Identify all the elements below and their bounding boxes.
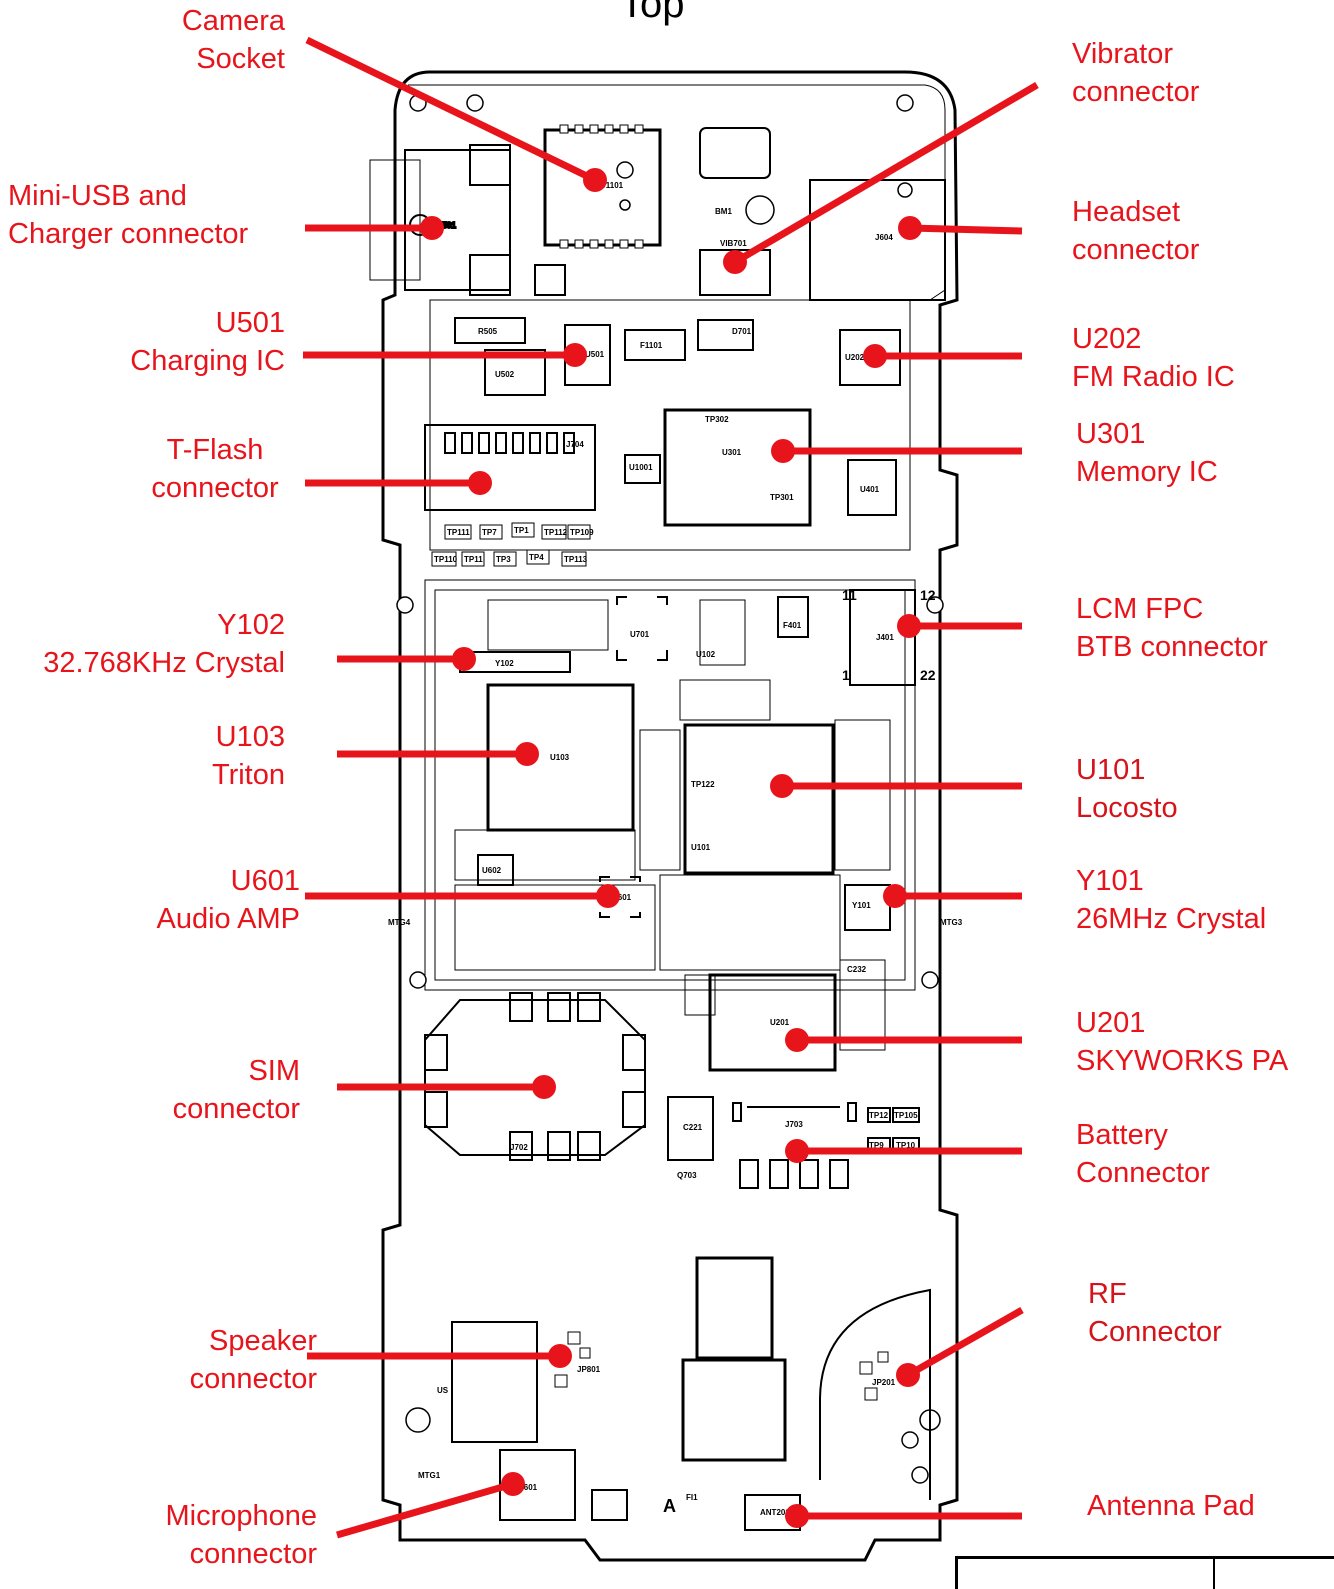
u102-silk: U102 (696, 650, 716, 659)
d701-silk: D701 (732, 327, 752, 336)
fpc-pin-1: 1 (842, 667, 850, 683)
mtg3-silk: MTG3 (940, 918, 963, 927)
fpc-pin-22: 22 (920, 667, 936, 683)
u1101-silk: U1101 (600, 181, 624, 190)
jp201-silk: JP201 (872, 1378, 896, 1387)
u103-silk: U103 (550, 753, 570, 762)
c221-silk: C221 (683, 1123, 703, 1132)
mtg1-silk: MTG1 (418, 1471, 441, 1480)
board-outline (381, 70, 959, 1562)
page-title: Top (620, 0, 685, 26)
a-silk: A (663, 1496, 676, 1516)
label-antenna-pad: Antenna Pad (1087, 1490, 1255, 1522)
tp3: TP3 (496, 555, 511, 564)
f401-silk: F401 (783, 621, 802, 630)
u701-silk: U701 (630, 630, 650, 639)
f1101-silk: F1101 (640, 341, 663, 350)
tp9-silk: TP9 (869, 1141, 884, 1150)
jp801-silk: JP801 (577, 1365, 601, 1374)
mtg4-silk: MTG4 (388, 918, 411, 927)
callout-lines (303, 36, 1039, 1539)
camera-socket-outline: U1101 (543, 124, 662, 249)
u601-mic-silk: U601 (518, 1483, 538, 1492)
tp302-silk: TP302 (705, 415, 729, 424)
j604-silk: J604 (875, 233, 893, 242)
u401-silk: U401 (860, 485, 880, 494)
u201-silk: U201 (770, 1018, 790, 1027)
u1001-silk: U1001 (629, 463, 653, 472)
u602-silk: U602 (482, 866, 502, 875)
fi1-silk: FI1 (686, 1493, 698, 1502)
j704-silk: J704 (566, 440, 584, 449)
u101-silk: U101 (691, 843, 711, 852)
tp12-silk: TP12 (869, 1111, 889, 1120)
callout-dots (420, 168, 922, 1528)
r505-silk: R505 (478, 327, 498, 336)
y101-silk: Y101 (852, 901, 871, 910)
tp122-silk: TP122 (691, 780, 715, 789)
fpc-pin-12: 12 (920, 587, 936, 603)
tp7: TP7 (482, 528, 497, 537)
tp109: TP109 (570, 528, 594, 537)
testpoint-row-1 (431, 522, 591, 567)
tp10-silk: TP10 (896, 1141, 916, 1150)
u202-silk: U202 (845, 353, 865, 362)
tp111: TP111 (447, 528, 470, 537)
tp113: TP113 (564, 555, 588, 564)
tp4: TP4 (529, 553, 544, 562)
y102-silk: Y102 (495, 659, 514, 668)
tp11: TP11 (464, 555, 483, 564)
j702-silk: J702 (510, 1143, 528, 1152)
ant201-silk: ANT201 (760, 1508, 790, 1517)
battery-outline (667, 1096, 920, 1189)
j703-silk: J703 (785, 1120, 803, 1129)
u502-silk: U502 (495, 370, 515, 379)
tp112: TP112 (544, 528, 568, 537)
tp1: TP1 (514, 526, 529, 535)
sim-outline (424, 992, 646, 1161)
us-silk: US (437, 1386, 449, 1395)
c232-silk: C232 (847, 965, 867, 974)
tp105-silk: TP105 (894, 1111, 918, 1120)
q703-silk: Q703 (677, 1171, 697, 1180)
lcm-fpc-outline (849, 589, 916, 686)
u601-silk: U601 (612, 893, 632, 902)
corner-frame (955, 1556, 1334, 1589)
bm1-silk: BM1 (715, 207, 732, 216)
tflash-outline (424, 424, 596, 511)
fpc-pin-11: 11 (842, 587, 857, 603)
tp110: TP110 (434, 555, 458, 564)
u501-silk: U501 (585, 350, 605, 359)
vib701-silk: VIB701 (720, 239, 747, 248)
j401-silk: J401 (876, 633, 894, 642)
usb-connector-outline: J501 (404, 144, 511, 296)
u301-silk: U301 (722, 448, 742, 457)
j501-silk: J501 (438, 221, 456, 230)
tp301-silk: TP301 (770, 493, 794, 502)
